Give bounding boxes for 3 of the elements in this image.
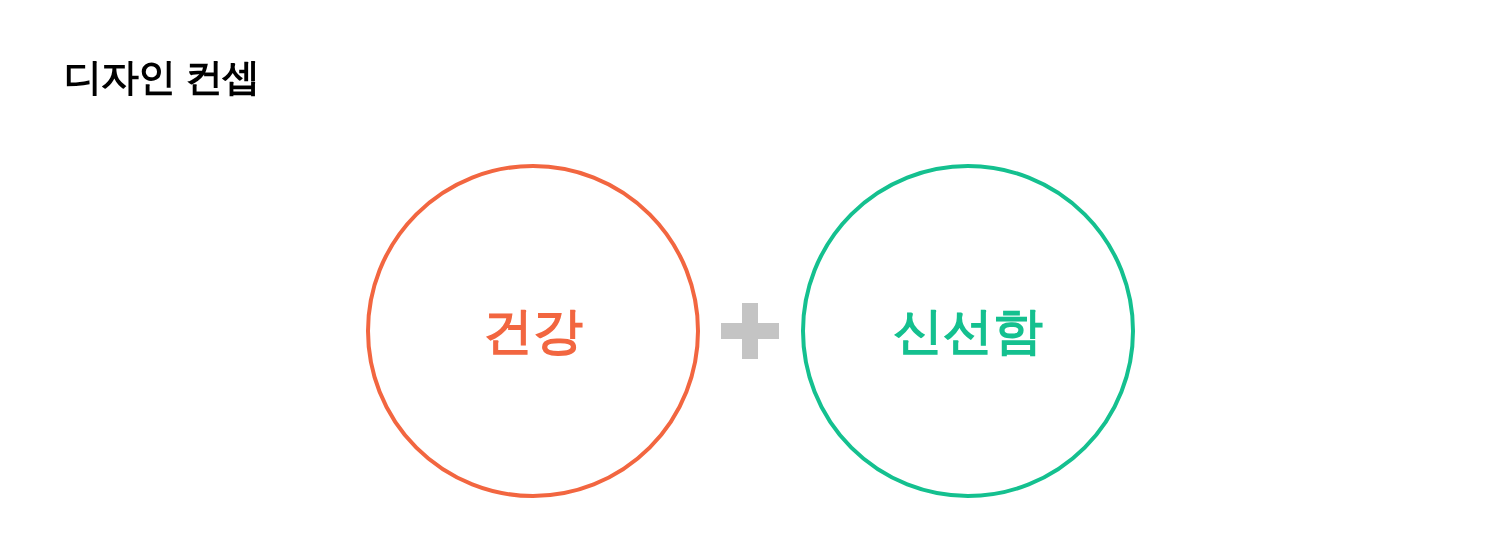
concept-label: 건강 (483, 306, 583, 356)
concept-label: 신선함 (893, 306, 1043, 356)
title: 디자인 컨셉 (64, 58, 259, 96)
